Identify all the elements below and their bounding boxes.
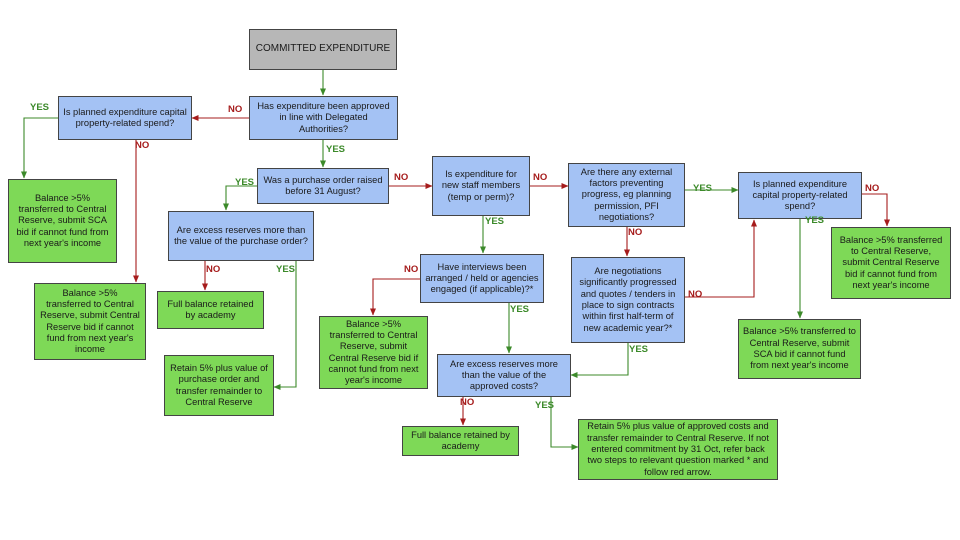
edge-po-yes <box>223 185 257 211</box>
question-delegated-authorities: Has expenditure been approved in line wi… <box>249 96 398 140</box>
outcome-full-balance-retained-1: Full balance retained by academy <box>157 291 264 329</box>
label-no-new-staff: NO <box>533 172 548 183</box>
label-no-delegated: NO <box>228 104 243 115</box>
start-node: COMMITTED EXPENDITURE <box>249 29 397 70</box>
label-yes-excess-approved: YES <box>535 400 555 411</box>
edge-interviews-no <box>370 278 420 316</box>
edge-capital-left-yes <box>21 117 58 179</box>
outcome-sca-bid-left: Balance >5% transferred to Central Reser… <box>8 179 117 263</box>
edge-negotiations-no <box>685 219 757 298</box>
question-external-factors: Are there any external factors preventin… <box>568 163 685 227</box>
label-yes-capital-left: YES <box>30 102 50 113</box>
label-yes-negotiations: YES <box>629 344 649 355</box>
outcome-central-reserve-bid-left: Balance >5% transferred to Central Reser… <box>34 283 146 360</box>
outcome-sca-bid-right: Balance >5% transferred to Central Reser… <box>738 319 861 379</box>
label-no-capital-left: NO <box>135 140 150 151</box>
outcome-central-reserve-bid-right: Balance >5% transferred to Central Reser… <box>831 227 951 299</box>
label-no-purchase-order: NO <box>394 172 409 183</box>
question-interviews-arranged: Have interviews been arranged / held or … <box>420 254 544 303</box>
question-capital-spend-right: Is planned expenditure capital property-… <box>738 172 862 219</box>
edge-excess-po-yes <box>273 261 297 390</box>
outcome-retain-po-value: Retain 5% plus value of purchase order a… <box>164 355 274 416</box>
label-no-excess-approved: NO <box>460 397 475 408</box>
question-purchase-order: Was a purchase order raised before 31 Au… <box>257 168 389 204</box>
question-capital-spend-left: Is planned expenditure capital property-… <box>58 96 192 140</box>
label-yes-excess-po: YES <box>276 264 296 275</box>
label-yes-new-staff: YES <box>485 216 505 227</box>
label-yes-delegated: YES <box>326 144 346 155</box>
edge-negotiations-yes <box>570 343 629 378</box>
label-no-capital-right: NO <box>865 183 880 194</box>
label-no-interviews: NO <box>404 264 419 275</box>
outcome-full-balance-retained-2: Full balance retained by academy <box>402 426 519 456</box>
label-no-excess-po: NO <box>206 264 221 275</box>
question-new-staff: Is expenditure for new staff members (te… <box>432 156 530 216</box>
outcome-retain-approved-costs: Retain 5% plus value of approved costs a… <box>578 419 778 480</box>
label-yes-capital-right: YES <box>805 215 825 226</box>
question-excess-reserves-approved: Are excess reserves more than the value … <box>437 354 571 397</box>
label-yes-purchase-order: YES <box>235 177 255 188</box>
label-no-negotiations: NO <box>688 289 703 300</box>
edge-capital-right-no <box>862 193 890 227</box>
edge-excess-approved-yes <box>550 397 579 450</box>
label-yes-interviews: YES <box>510 304 530 315</box>
outcome-central-reserve-bid-mid: Balance >5% transferred to Central Reser… <box>319 316 428 389</box>
question-negotiations-progressed: Are negotiations significantly progresse… <box>571 257 685 343</box>
question-excess-reserves-po: Are excess reserves more than the value … <box>168 211 314 261</box>
label-yes-external: YES <box>693 183 713 194</box>
label-no-external: NO <box>628 227 643 238</box>
